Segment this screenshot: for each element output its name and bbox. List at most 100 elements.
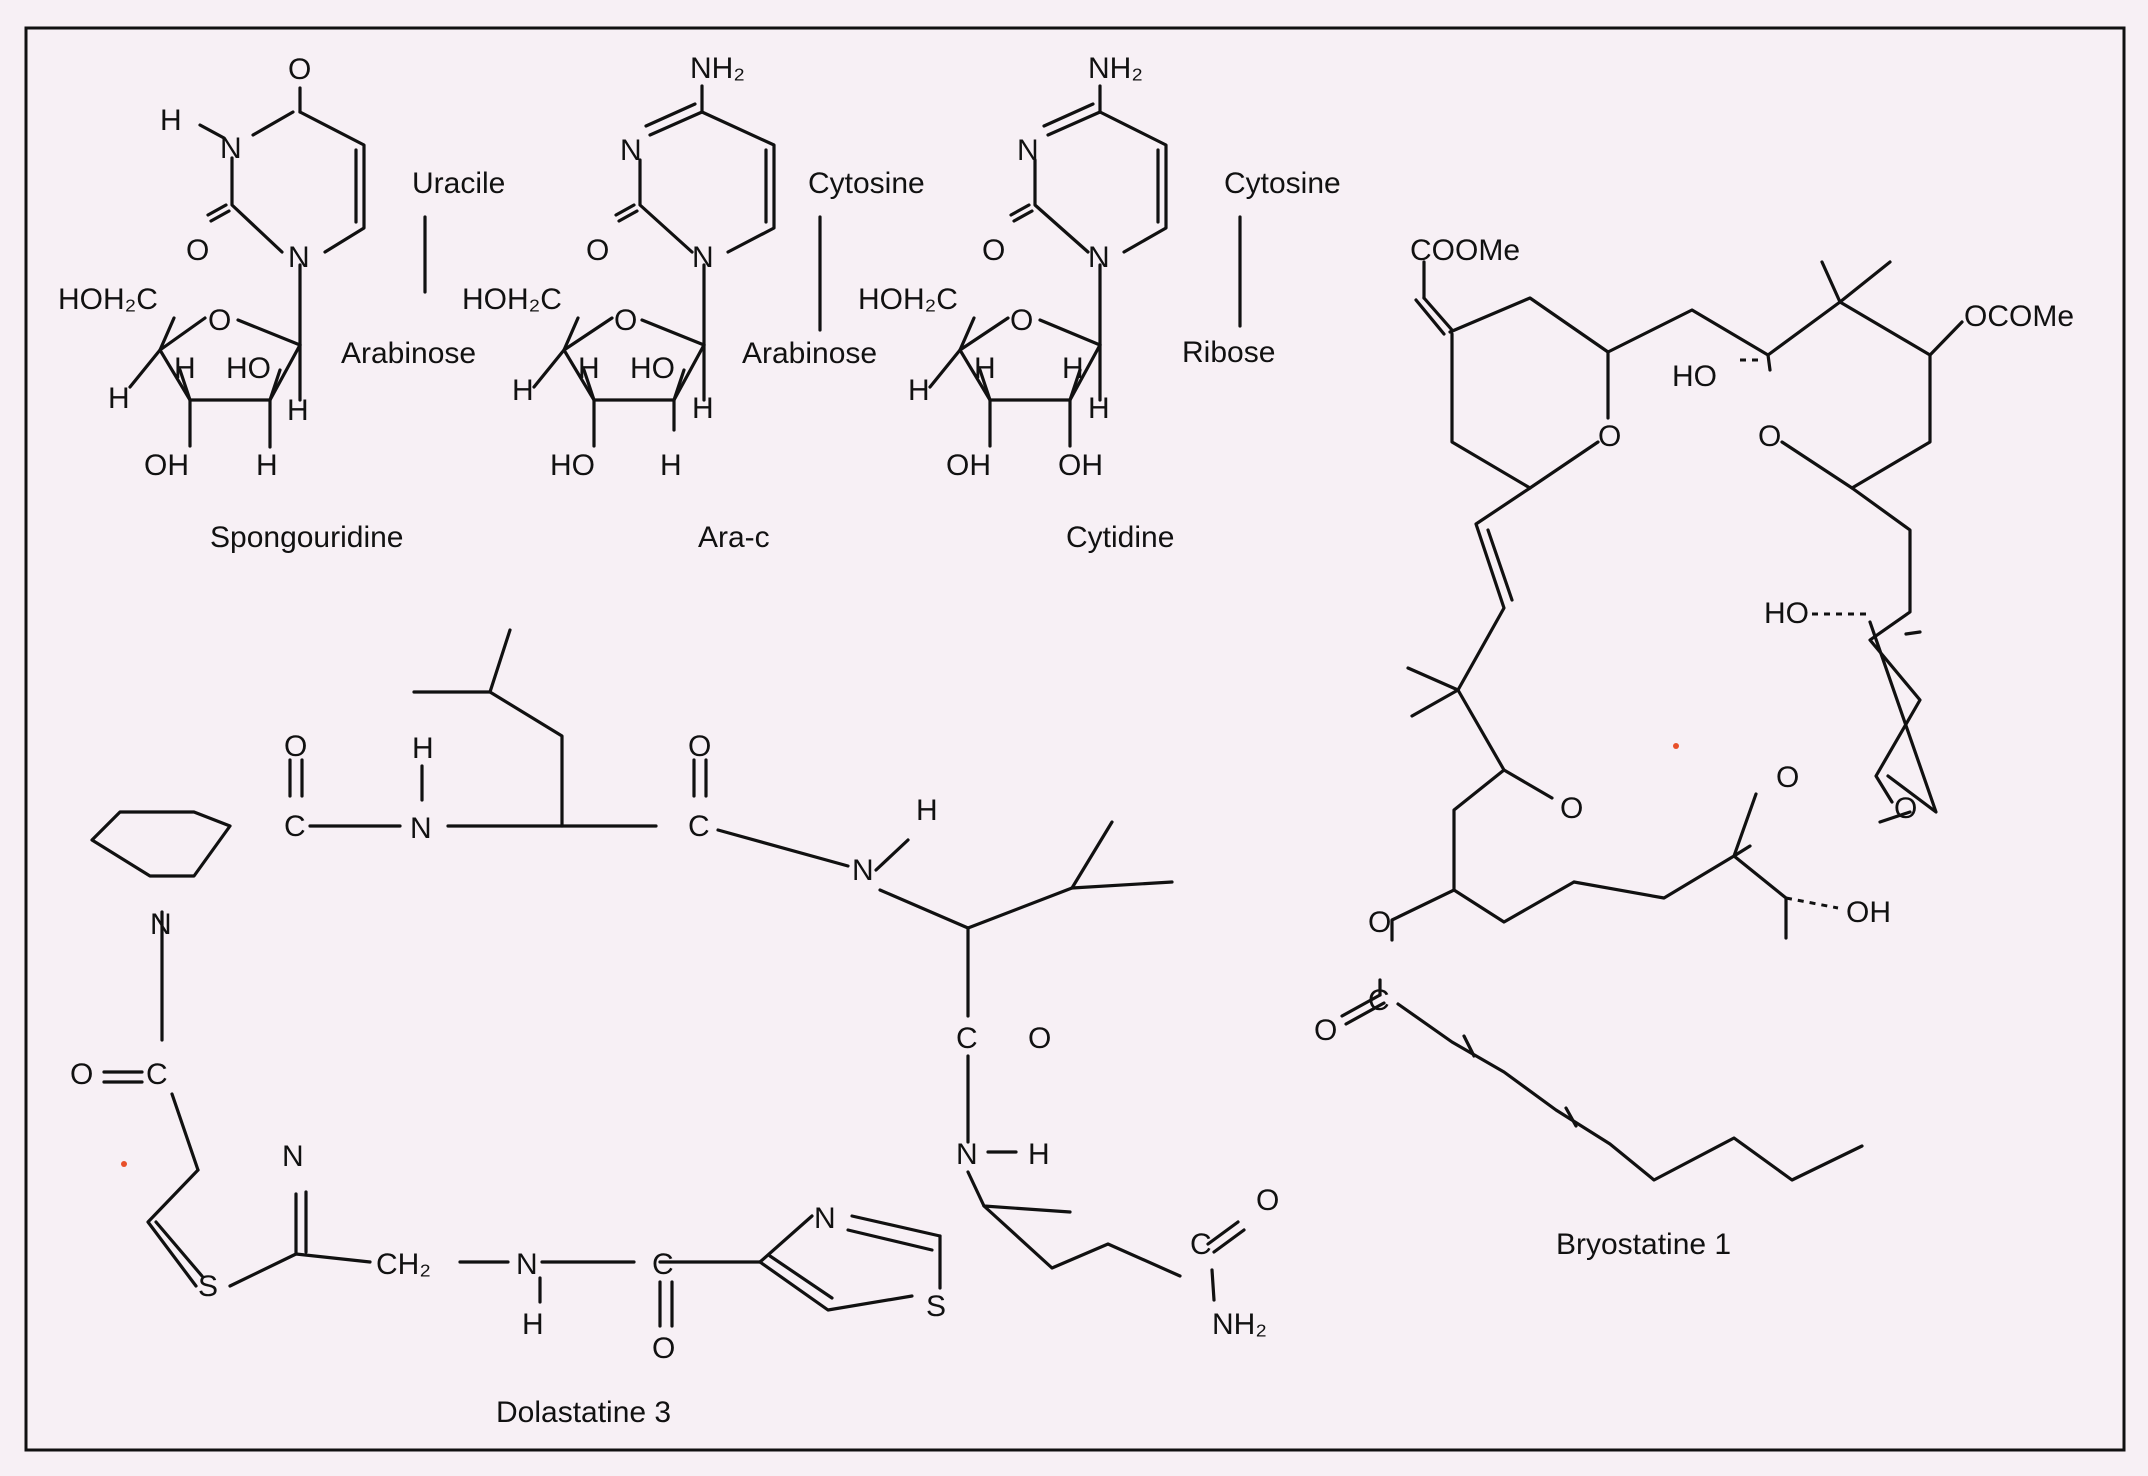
arac-h-c4: H	[578, 352, 600, 385]
arac-structure: NH₂ N O N HOH₂C O H HO H H HO H Cytosine…	[462, 52, 925, 554]
arac-ho-bottom: HO	[550, 449, 595, 482]
arac-hoh2c: HOH₂C	[462, 283, 562, 316]
print-speck	[121, 1161, 127, 1167]
bryostatine-ho-top: HO	[1672, 360, 1717, 393]
arac-n3: N	[620, 134, 642, 167]
dolastatine-o-amide: O	[1256, 1184, 1279, 1217]
spongouridine-name: Spongouridine	[210, 521, 404, 554]
dolastatine-structure: O C H N O C H N N O C N S CH₂ N H C O N …	[70, 628, 1279, 1429]
spongouridine-h-bottom: H	[256, 449, 278, 482]
bryostatine-ho-mid: HO	[1764, 597, 1809, 630]
cytidine-nh2: NH₂	[1088, 52, 1143, 85]
spongouridine-h-c4: H	[174, 352, 196, 385]
arac-o-ring: O	[614, 304, 637, 337]
bryostatine-coome: COOMe	[1410, 234, 1520, 267]
cytidine-sugar-label: Ribose	[1182, 336, 1275, 369]
dolastatine-bonds	[90, 628, 1246, 1328]
cytidine-n3: N	[1017, 134, 1039, 167]
spongouridine-o-top: O	[288, 53, 311, 86]
spongouridine-h-left: H	[108, 382, 130, 415]
dolastatine-h-right: H	[1028, 1138, 1050, 1171]
spongouridine-ho-c2: HO	[226, 352, 271, 385]
spongouridine-n3: N	[220, 132, 242, 165]
cytidine-bonds	[928, 84, 1242, 448]
spongouridine-o-c2: O	[186, 234, 209, 267]
print-speck	[1673, 743, 1679, 749]
dolastatine-o-right: O	[1028, 1022, 1051, 1055]
bryostatine-hashed-oh-bottom	[1785, 896, 1839, 910]
dolastatine-c-right: C	[956, 1022, 978, 1055]
cytidine-base-label: Cytosine	[1224, 167, 1341, 200]
cytidine-h-c4: H	[974, 352, 996, 385]
dolastatine-c2: C	[688, 810, 710, 843]
bryostatine-o-ring3: O	[1560, 792, 1583, 825]
dolastatine-o3: O	[70, 1058, 93, 1091]
dolastatine-h-mid: H	[522, 1308, 544, 1341]
arac-h-c1: H	[692, 392, 714, 425]
cytidine-o-ring: O	[1010, 304, 1033, 337]
spongouridine-n1: N	[288, 241, 310, 274]
bryostatine-name: Bryostatine 1	[1556, 1228, 1731, 1261]
bryostatine-o-ring1: O	[1598, 420, 1621, 453]
dolastatine-h1: H	[412, 732, 434, 765]
cytidine-h-c2: H	[1062, 352, 1084, 385]
arac-bonds	[532, 84, 822, 448]
bryostatine-ocome: OCOMe	[1964, 300, 2074, 333]
spongouridine-hoh2c: HOH₂C	[58, 283, 158, 316]
cytidine-h-left: H	[908, 374, 930, 407]
dolastatine-h2: H	[916, 794, 938, 827]
dolastatine-s-thz2: S	[926, 1290, 946, 1323]
arac-h-left: H	[512, 374, 534, 407]
arac-name: Ara-c	[698, 521, 770, 554]
bryostatine-o-link: O	[1368, 906, 1391, 939]
dolastatine-n-thz2: N	[814, 1202, 836, 1235]
arac-o-c2: O	[586, 234, 609, 267]
cytidine-oh-left: OH	[946, 449, 991, 482]
dolastatine-n-mid: N	[516, 1248, 538, 1281]
bryostatine-o-ring2: O	[1758, 420, 1781, 453]
dolastatine-n-pro: N	[150, 908, 172, 941]
dolastatine-c-amide: C	[1190, 1228, 1212, 1261]
dolastatine-o2: O	[688, 730, 711, 763]
dolastatine-n-thz1: N	[282, 1140, 304, 1173]
spongouridine-o-ring: O	[208, 304, 231, 337]
spongouridine-sugar-label: Arabinose	[341, 337, 476, 370]
cytidine-h-c1: H	[1088, 392, 1110, 425]
dolastatine-nh2: NH₂	[1212, 1308, 1267, 1341]
arac-sugar-label: Arabinose	[742, 337, 877, 370]
bryostatine-oh-bottom: OH	[1846, 896, 1891, 929]
cytidine-o-c2: O	[982, 234, 1005, 267]
dolastatine-o-mid: O	[652, 1332, 675, 1365]
arac-h-bottom: H	[660, 449, 682, 482]
dolastatine-o1: O	[284, 730, 307, 763]
dolastatine-s-thz1: S	[198, 1270, 218, 1303]
cytidine-hoh2c: HOH₂C	[858, 283, 958, 316]
arac-n1: N	[692, 241, 714, 274]
spongouridine-h-c1: H	[287, 394, 309, 427]
dolastatine-c1: C	[284, 810, 306, 843]
dolastatine-ch2: CH₂	[376, 1248, 431, 1281]
bryostatine-o-ester: O	[1776, 761, 1799, 794]
dolastatine-c-mid: C	[652, 1248, 674, 1281]
cytidine-n1: N	[1088, 241, 1110, 274]
cytidine-oh-right: OH	[1058, 449, 1103, 482]
bryostatine-o-carbonyl: O	[1894, 792, 1917, 825]
bryostatine-wedge	[1928, 320, 1964, 357]
dolastatine-n1: N	[410, 812, 432, 845]
spongouridine-bonds	[128, 86, 427, 449]
spongouridine-base-label: Uracile	[412, 167, 505, 200]
bryostatine-c-ester: C	[1368, 984, 1390, 1017]
bryostatine-structure: COOMe OCOMe HO O O HO O O O OH O C O Bry…	[1314, 234, 2074, 1261]
cytidine-structure: NH₂ N O N HOH₂C O H H H H OH OH Cytosine…	[858, 52, 1341, 554]
arac-ho-c2: HO	[630, 352, 675, 385]
dolastatine-n-right: N	[956, 1138, 978, 1171]
dolastatine-c3: C	[146, 1058, 168, 1091]
arac-base-label: Cytosine	[808, 167, 925, 200]
cytidine-name: Cytidine	[1066, 521, 1174, 554]
dolastatine-n2: N	[852, 854, 874, 887]
arac-nh2: NH₂	[690, 52, 745, 85]
figure-frame	[24, 26, 2126, 1452]
bryostatine-o-dbl: O	[1314, 1014, 1337, 1047]
spongouridine-h-n: H	[160, 104, 182, 137]
